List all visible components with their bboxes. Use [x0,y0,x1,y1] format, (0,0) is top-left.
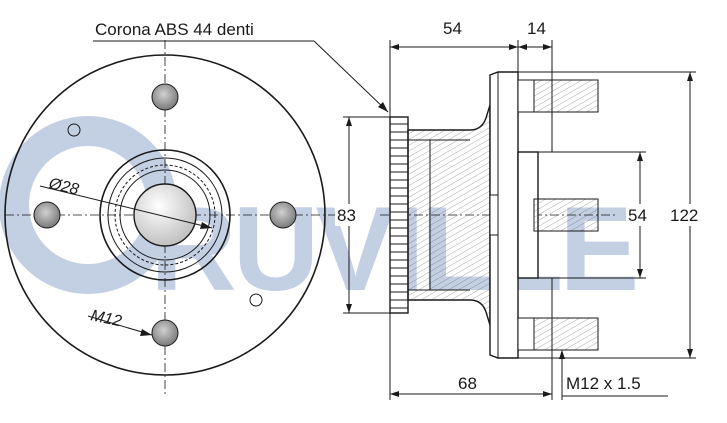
locating-hole-1 [67,123,81,137]
stud-bottom [517,317,599,351]
stud-middle [533,198,599,232]
stud-top [517,79,599,113]
side-view: 54 14 83 54 122 [335,19,710,400]
front-view: Ø28 M12 [4,40,345,395]
stud-thread-label: M12 x 1.5 [566,374,641,393]
abs-ring-teeth [114,164,216,266]
abs-ring-label: Corona ABS 44 denti [95,20,254,39]
stud-hole-top [151,83,179,111]
abs-ring-outer [107,157,223,273]
abs-ring-teeth-side [390,123,408,309]
bore-diameter-label: Ø28 [46,175,80,199]
dim-hub-height: 54 [443,19,462,38]
abs-ring-callout: Corona ABS 44 denti [93,20,389,113]
center-bore [133,183,197,247]
stud-hole-right [269,201,297,229]
dim-pilot-diameter: 54 [628,206,647,225]
abs-ring-inner [119,169,211,261]
stud-hole-bottom [151,319,179,347]
flange-outline [4,54,326,376]
dim-overall-length: 68 [458,374,477,393]
stud-hole-left [33,201,61,229]
bore-diameter-leader [39,185,213,229]
bearing-body [407,104,491,326]
bolt-thread-label: M12 [89,307,123,330]
dim-flange-diameter: 122 [670,206,698,225]
dim-abs-diameter: 83 [337,206,356,225]
locating-hole-2 [249,293,263,307]
dim-flange-width: 14 [527,19,546,38]
hub-outer-ring [99,149,231,281]
